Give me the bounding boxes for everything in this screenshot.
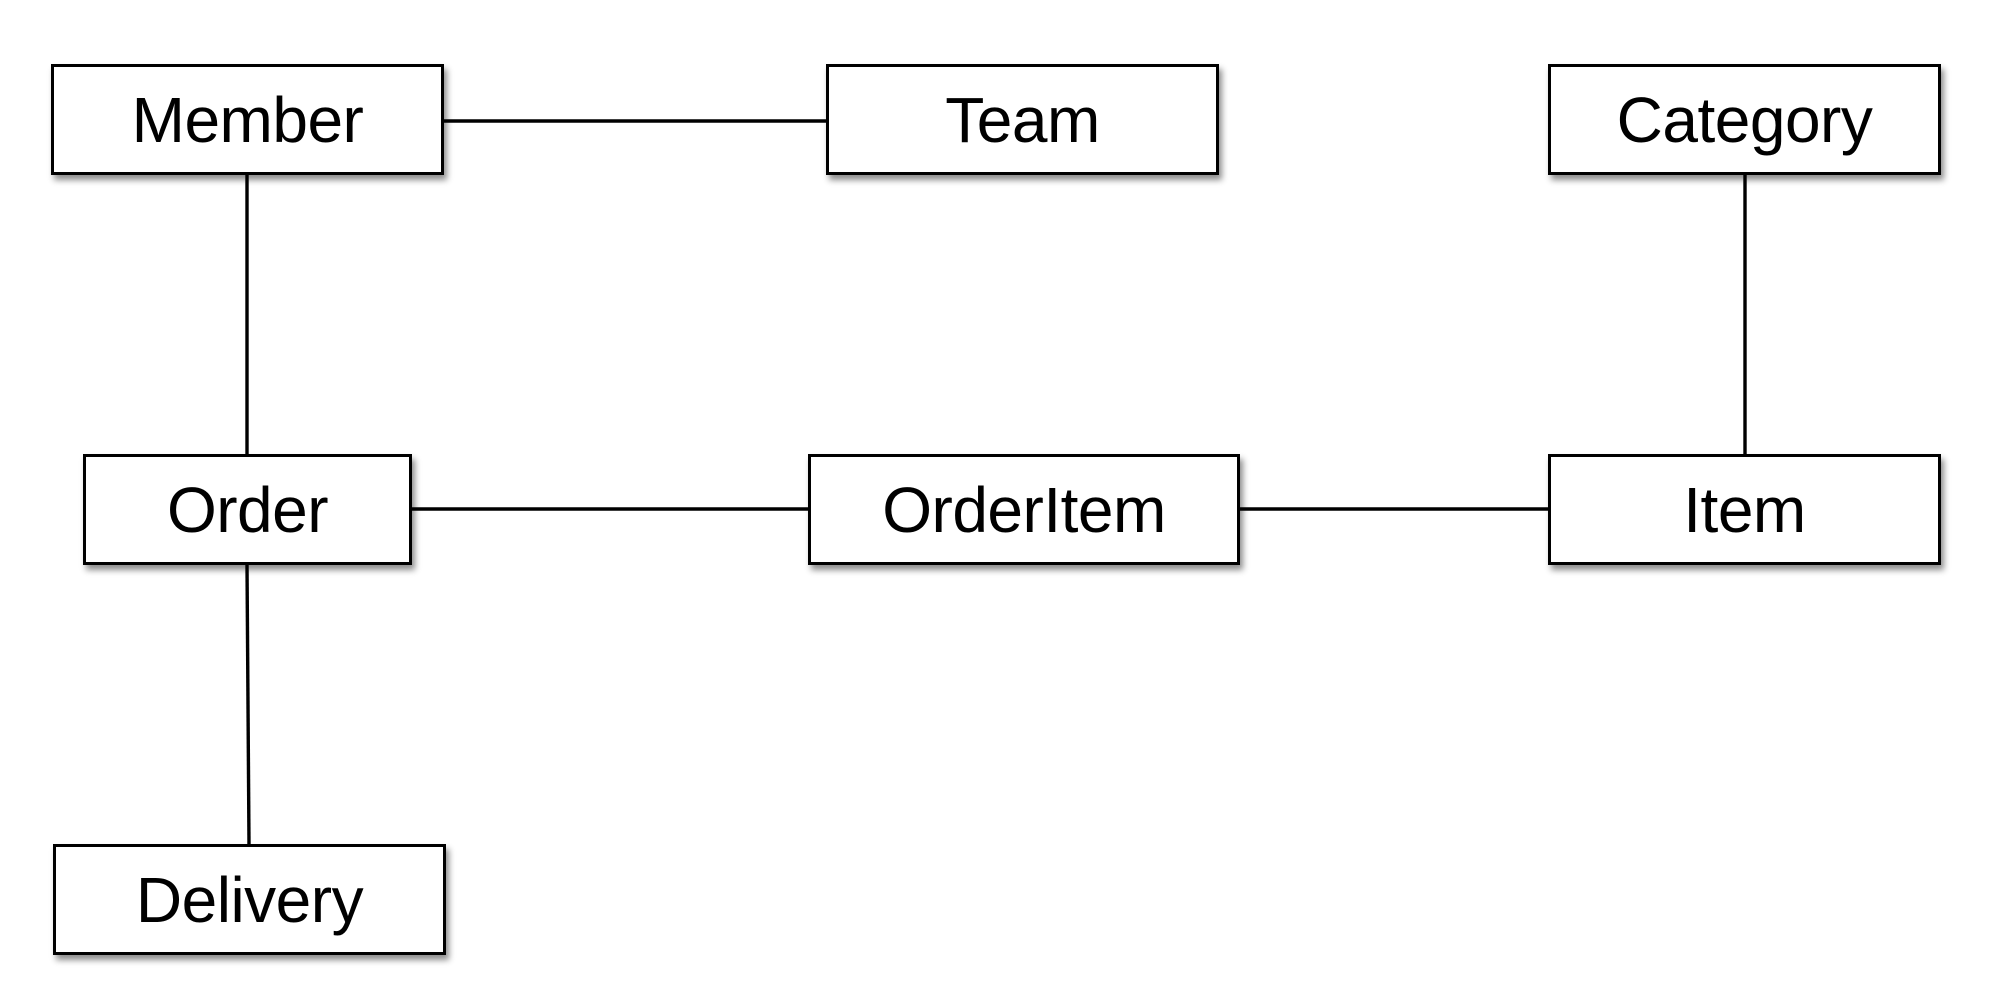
entity-order-label: Order xyxy=(166,473,329,546)
entity-team[interactable]: Team xyxy=(826,64,1219,175)
entity-category-label: Category xyxy=(1616,83,1873,156)
entity-item[interactable]: Item xyxy=(1548,454,1941,565)
entity-orderitem[interactable]: OrderItem xyxy=(808,454,1240,565)
entity-team-label: Team xyxy=(945,83,1100,156)
entity-delivery[interactable]: Delivery xyxy=(53,844,446,955)
entity-order[interactable]: Order xyxy=(83,454,412,565)
entity-category[interactable]: Category xyxy=(1548,64,1941,175)
entity-member-label: Member xyxy=(131,83,364,156)
connector-order-delivery xyxy=(245,564,251,845)
entity-item-label: Item xyxy=(1683,473,1806,546)
entity-member[interactable]: Member xyxy=(51,64,444,175)
entity-delivery-label: Delivery xyxy=(135,863,364,936)
entity-orderitem-label: OrderItem xyxy=(882,473,1166,546)
